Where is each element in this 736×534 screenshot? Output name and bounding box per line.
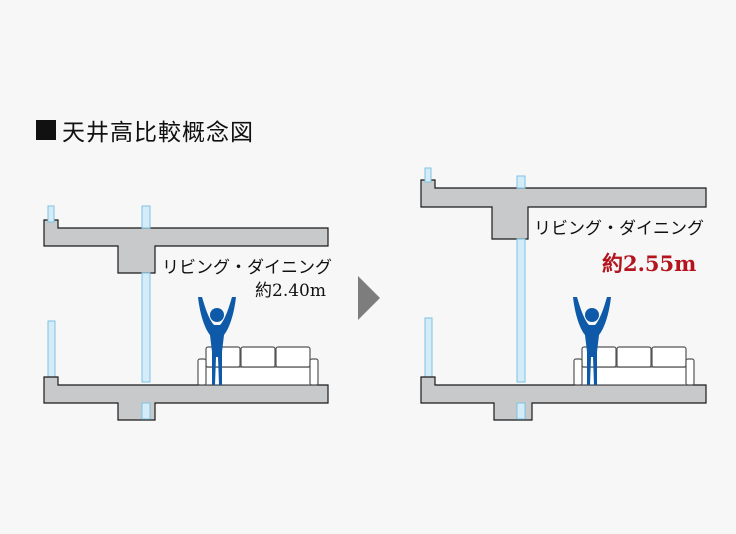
after-room-label: リビング・ダイニング: [534, 219, 704, 239]
before-height-label: 約2.40m: [255, 281, 326, 301]
after-left-window: [424, 317, 433, 378]
after-floor-slab: [420, 376, 707, 421]
after-height-label: 約2.55m: [602, 251, 697, 276]
before-left-window: [47, 320, 56, 378]
after-lower-column: [516, 402, 526, 420]
after-window-column-top: [516, 175, 526, 189]
before-room-label: リビング・ダイニング: [162, 258, 332, 278]
black-square-icon: [36, 120, 56, 140]
before-window-column-top: [141, 205, 151, 229]
before-floor-slab: [43, 376, 329, 421]
after-window-column: [516, 238, 526, 383]
diagram-title: 天井高比較概念図: [36, 113, 254, 147]
before-upper-column: [47, 205, 55, 223]
before-lower-column: [141, 402, 151, 420]
after-ceiling-slab: [420, 179, 707, 240]
title-text: 天井高比較概念図: [62, 120, 254, 146]
before-ceiling-slab: [43, 219, 329, 274]
before-window-column: [141, 272, 151, 383]
triangle-right-icon: [358, 276, 380, 320]
before-panel: [43, 205, 329, 421]
after-upper-column: [424, 167, 432, 183]
after-panel: [420, 167, 707, 421]
